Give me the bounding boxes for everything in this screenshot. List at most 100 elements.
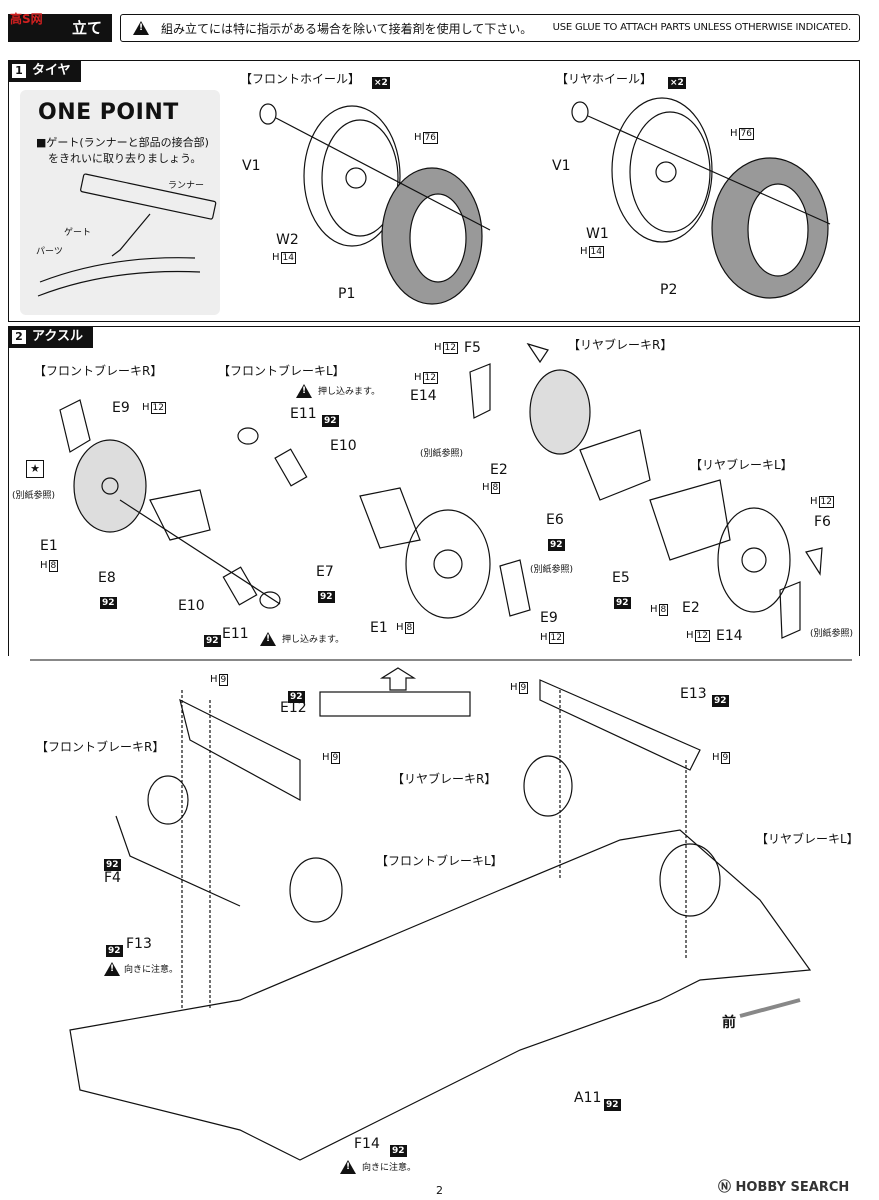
gate-label: ゲート	[64, 228, 92, 238]
section-number: 1	[12, 64, 26, 78]
watermark: Ⓝ HOBBY SEARCH	[718, 1180, 850, 1195]
direction-note-1: 向きに注意。	[124, 965, 179, 975]
e8-badge: 92	[100, 597, 117, 609]
chassis-front-brake-l: 【フロントブレーキL】	[376, 854, 503, 868]
part-e11-r: E11	[222, 626, 249, 642]
see-sheet-4: (別紙参照)	[810, 629, 854, 639]
part-v1-front: V1	[242, 158, 261, 174]
a11-badge: 92	[604, 1099, 621, 1111]
warning-icon	[133, 21, 149, 35]
rear-wheel-qty: ×2	[668, 77, 686, 89]
star-icon: ★	[26, 460, 44, 478]
part-e9-r: E9	[112, 400, 130, 416]
warning-icon-4	[104, 958, 120, 977]
warning-icon-2	[260, 628, 276, 647]
site-logo: 高S网	[10, 12, 43, 26]
e12-badge: 92	[288, 691, 305, 703]
part-e12: E12	[280, 700, 307, 716]
rear-wheel-label: 【リヤホイール】	[556, 72, 653, 86]
chassis-front-brake-r: 【フロントブレーキR】	[36, 740, 165, 754]
part-e5: E5	[612, 570, 630, 586]
part-f14: F14	[354, 1136, 380, 1152]
front-wheel-label: 【フロントホイール】	[240, 72, 361, 86]
one-point-text-1: ■ゲート(ランナーと部品の接合部)	[36, 136, 209, 149]
part-e1-r: E1	[40, 538, 58, 554]
part-f5: F5	[464, 340, 481, 356]
step-title: 立て	[71, 19, 102, 37]
see-sheet-3: (別紙参照)	[420, 449, 464, 459]
f13-badge: 92	[106, 945, 123, 957]
e5-badge: 92	[614, 597, 631, 609]
part-f13: F13	[126, 936, 152, 952]
part-w2: W2	[276, 232, 299, 248]
part-e1-l: E1	[370, 620, 388, 636]
part-f4: F4	[104, 870, 121, 886]
section-tires-tab: 1 タイヤ	[8, 60, 81, 82]
f4-badge: 92	[104, 859, 121, 871]
part-e10-l: E10	[330, 438, 357, 454]
section-title-2: アクスル	[32, 329, 83, 344]
part-a11: A11	[574, 1090, 602, 1106]
front-wheel-qty: ×2	[372, 77, 390, 89]
part-p2: P2	[660, 282, 678, 298]
e11-r-badge: 92	[204, 635, 221, 647]
see-sheet-1: (別紙参照)	[12, 491, 56, 501]
page-number: 2	[436, 1184, 443, 1197]
part-e8: E8	[98, 570, 116, 586]
push-note-1: 押し込みます。	[282, 635, 345, 645]
front-brake-r-label: 【フロントブレーキR】	[34, 364, 163, 378]
glue-note-en: USE GLUE TO ATTACH PARTS UNLESS OTHERWIS…	[552, 22, 852, 33]
part-w1: W1	[586, 226, 609, 242]
part-e7: E7	[316, 564, 334, 580]
e11-l-badge: 92	[322, 415, 339, 427]
part-e6: E6	[546, 512, 564, 528]
part-v1-rear: V1	[552, 158, 571, 174]
e13-badge: 92	[712, 695, 729, 707]
push-note-2: 押し込みます。	[318, 387, 381, 397]
part-p1: P1	[338, 286, 356, 302]
chassis-rear-brake-r: 【リヤブレーキR】	[392, 772, 497, 786]
section-title: タイヤ	[32, 63, 71, 78]
glue-note-bar: 組み立てには特に指示がある場合を除いて接着剤を使用して下さい。 USE GLUE…	[120, 14, 860, 42]
e7-badge: 92	[318, 591, 335, 603]
front-direction-label: 前	[722, 1015, 736, 1031]
section-axle-tab: 2 アクスル	[8, 326, 93, 348]
one-point-title: ONE POINT	[38, 100, 179, 125]
chassis-rear-brake-l: 【リヤブレーキL】	[756, 832, 859, 846]
f14-badge: 92	[390, 1145, 407, 1157]
rear-brake-l-label: 【リヤブレーキL】	[690, 458, 793, 472]
glue-note-jp: 組み立てには特に指示がある場合を除いて接着剤を使用して下さい。	[161, 22, 533, 36]
section-number-2: 2	[12, 330, 26, 344]
part-e2-r: E2	[490, 462, 508, 478]
parts-label: パーツ	[36, 247, 63, 257]
section-tires	[8, 60, 860, 322]
rear-brake-r-label: 【リヤブレーキR】	[568, 338, 673, 352]
part-f6: F6	[814, 514, 831, 530]
step-header: 立て	[8, 14, 112, 42]
part-e2-l: E2	[682, 600, 700, 616]
part-e13: E13	[680, 686, 707, 702]
part-e10-r: E10	[178, 598, 205, 614]
warning-icon-5	[340, 1156, 356, 1175]
see-sheet-2: (別紙参照)	[530, 565, 574, 575]
direction-note-2: 向きに注意。	[362, 1163, 417, 1173]
